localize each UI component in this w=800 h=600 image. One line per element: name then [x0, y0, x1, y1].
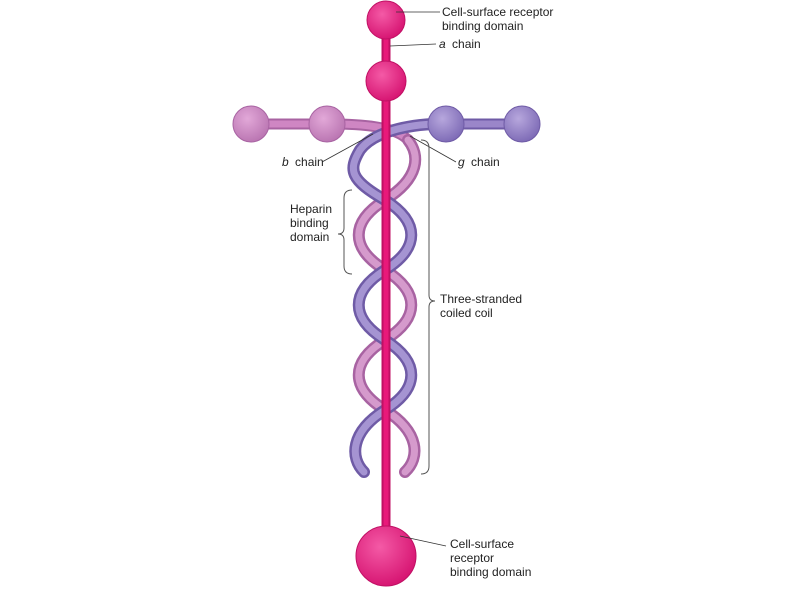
three-stranded-coil	[347, 118, 438, 478]
bottom-receptor-label: Cell-surface receptor binding domain	[450, 537, 531, 579]
a-chain-word: chain	[452, 37, 481, 51]
a-chain-top-receptor-domain	[366, 0, 406, 40]
g-chain-label: g chain	[458, 155, 500, 169]
a-chain-upper-domain	[365, 60, 407, 102]
a-chain	[355, 0, 417, 587]
coil-label-line2: coiled coil	[440, 306, 493, 320]
top-receptor-label: Cell-surface receptor binding domain	[442, 5, 557, 33]
g-chain-symbol: g	[458, 155, 465, 169]
g-chain-arm	[427, 105, 541, 143]
top-receptor-label-line1: Cell-surface receptor	[442, 5, 553, 19]
b-chain-label: b chain	[282, 155, 324, 169]
g-chain-outer-domain	[503, 105, 541, 143]
coil-label-line1: Three-stranded	[440, 292, 522, 306]
a-chain-bottom-receptor-domain	[355, 525, 417, 587]
heparin-label-line3: domain	[290, 230, 329, 244]
bottom-receptor-label-line2: receptor	[450, 551, 494, 565]
bottom-receptor-label-line1: Cell-surface	[450, 537, 514, 551]
heparin-brace	[337, 189, 353, 275]
bottom-receptor-label-line3: binding domain	[450, 565, 531, 579]
b-chain-arm	[232, 105, 414, 146]
g-chain-word: chain	[471, 155, 500, 169]
heparin-binding-label: Heparin binding domain	[290, 202, 335, 244]
top-receptor-label-line2: binding domain	[442, 19, 523, 33]
heparin-label-line1: Heparin	[290, 202, 332, 216]
coil-brace	[420, 139, 436, 475]
b-chain-outer-domain	[232, 105, 270, 143]
coiled-coil-label: Three-stranded coiled coil	[440, 292, 525, 320]
b-chain-word: chain	[295, 155, 324, 169]
g-chain-inner-domain	[427, 105, 465, 143]
leader-lines	[321, 11, 457, 547]
b-chain-symbol: b	[282, 155, 289, 169]
b-chain-inner-domain	[308, 105, 346, 143]
a-chain-symbol: a	[439, 37, 446, 51]
heparin-label-line2: binding	[290, 216, 329, 230]
a-chain-label: a chain	[439, 37, 481, 51]
